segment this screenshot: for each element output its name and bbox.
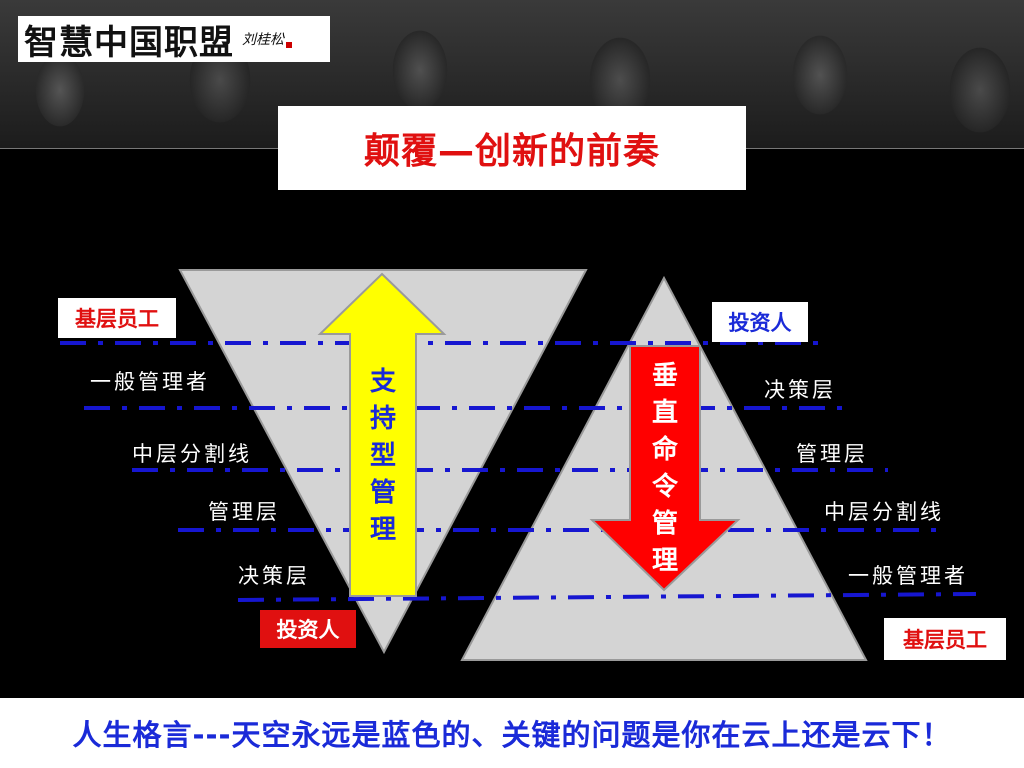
left-top-tag: 基层员工 xyxy=(58,298,176,338)
right-level-label-3: 中层分割线 xyxy=(824,500,944,524)
footer-quote: 人生格言---天空永远是蓝色的、关键的问题是你在云上还是云下！ xyxy=(72,718,952,752)
up-arrow-icon xyxy=(317,272,447,597)
left-level-label-4: 决策层 xyxy=(238,564,310,588)
vertical-command-label-char-2: 直 xyxy=(651,398,678,428)
vertical-command-label-char-6: 理 xyxy=(651,546,678,576)
support-management-label-char-2: 持 xyxy=(369,404,396,434)
left-divider-line-5 xyxy=(237,592,977,602)
support-management-label-char-5: 理 xyxy=(369,515,396,545)
support-management-label-char-3: 型 xyxy=(369,441,396,471)
right-bottom-tag: 基层员工 xyxy=(884,618,1006,660)
vertical-command-label-char-5: 管 xyxy=(651,509,678,539)
left-level-label-2: 中层分割线 xyxy=(132,442,252,466)
right-level-label-1: 决策层 xyxy=(764,378,836,402)
right-level-label-4: 一般管理者 xyxy=(848,564,968,588)
logo: 智慧中国职盟 刘桂松 xyxy=(18,16,330,63)
support-management-label: 支持型管理 xyxy=(363,364,403,549)
left-level-label-3: 管理层 xyxy=(208,500,280,524)
logo-main-text: 智慧中国职盟 xyxy=(24,22,234,63)
logo-signature-text: 刘桂松 xyxy=(242,32,284,48)
right-level-label-2: 管理层 xyxy=(796,442,868,466)
footer-quote-bar: 人生格言---天空永远是蓝色的、关键的问题是你在云上还是云下！ xyxy=(0,694,1024,768)
vertical-command-label: 垂直命令管理 xyxy=(645,358,685,580)
left-level-label-1: 一般管理者 xyxy=(90,370,210,394)
support-management-label-char-4: 管 xyxy=(369,478,396,508)
down-arrow-icon xyxy=(589,345,741,592)
slide-title: 颠覆—创新的前奏 xyxy=(363,131,660,172)
vertical-command-label-char-1: 垂 xyxy=(651,361,678,391)
left-bottom-tag: 投资人 xyxy=(260,610,356,648)
support-management-label-char-1: 支 xyxy=(369,367,396,397)
title-box: 颠覆—创新的前奏 xyxy=(278,106,746,190)
vertical-command-label-char-4: 令 xyxy=(651,472,678,502)
seal-icon xyxy=(286,42,292,48)
right-top-tag: 投资人 xyxy=(712,302,808,342)
left-divider-lines xyxy=(60,341,977,602)
vertical-command-label-char-3: 命 xyxy=(651,435,678,465)
